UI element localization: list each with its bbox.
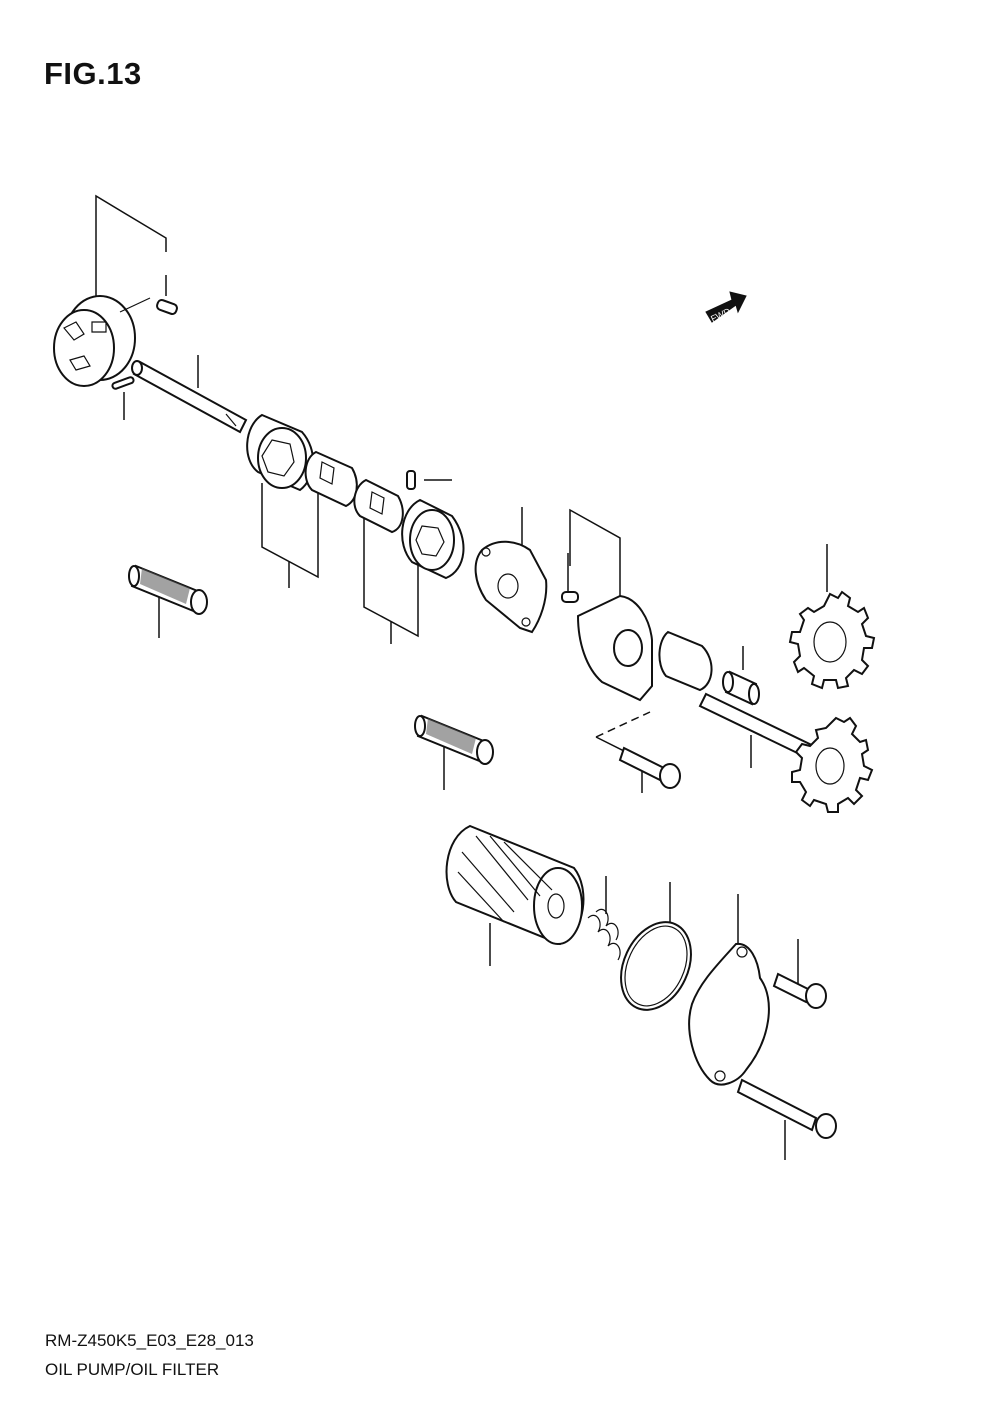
pin-part-13-left	[111, 376, 135, 390]
fwd-arrow-icon: FWD	[705, 291, 747, 324]
pump-shaft-part-12	[131, 360, 248, 434]
rotor-set-part-2	[353, 478, 465, 580]
figure-title: FIG.13	[44, 56, 142, 91]
pump-shaft-gear-part-11	[698, 692, 874, 813]
bolt-part-10	[618, 746, 681, 789]
pump-cover-part-7	[53, 295, 151, 387]
oil-filter-part-15	[445, 824, 585, 946]
bushing-part-9	[722, 670, 760, 706]
bolt-part-19	[772, 972, 827, 1009]
o-ring-part-17	[620, 921, 692, 1011]
dowel-pin-part-8	[156, 299, 178, 315]
bolt-part-20	[736, 1078, 837, 1139]
pump-body-part-4	[576, 594, 713, 702]
rotor-set-part-3	[246, 413, 358, 508]
oil-strainer-part-16-upper	[128, 564, 208, 615]
pump-plate-part-6	[474, 540, 548, 634]
footer-section-title: OIL PUMP/OIL FILTER	[45, 1360, 220, 1379]
gear-part-1	[788, 590, 876, 690]
pin-part-13-middle	[406, 470, 416, 490]
filter-cap-part-14	[688, 942, 770, 1086]
spring-part-18	[587, 908, 621, 961]
dowel-pin-part-5	[561, 591, 579, 603]
footer-model-code: RM-Z450K5_E03_E28_013	[45, 1331, 254, 1350]
oil-strainer-part-16-lower	[414, 714, 494, 765]
